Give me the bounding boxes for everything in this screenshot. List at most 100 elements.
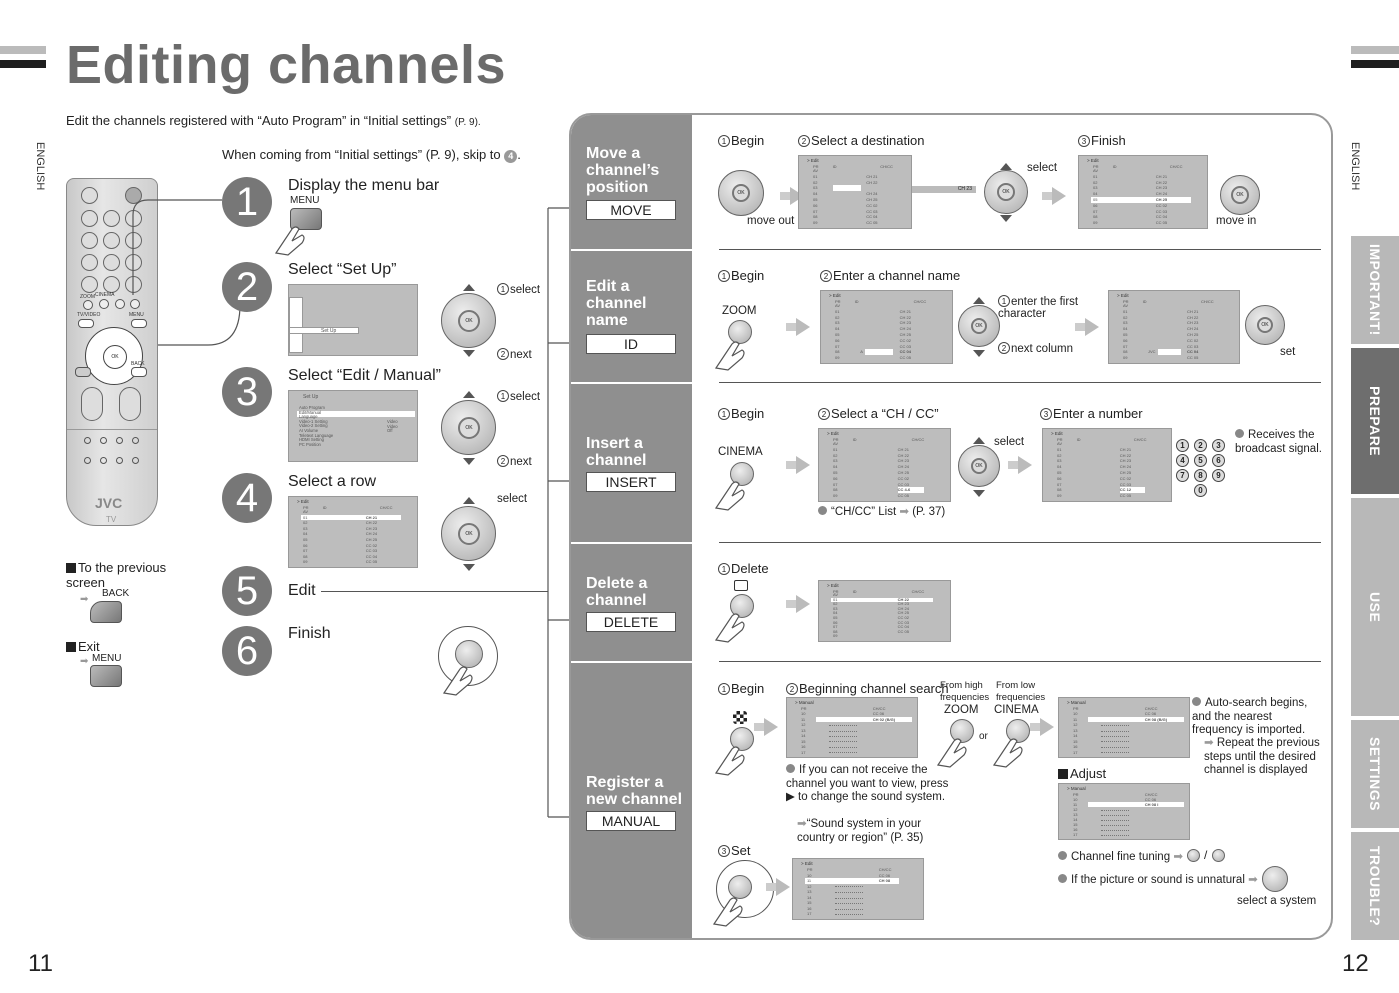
remote-small-button	[132, 457, 139, 464]
row-pr: 07	[813, 208, 818, 214]
remote-small-button	[116, 457, 123, 464]
section-delete-tag: DELETE	[586, 612, 676, 632]
remote-button	[81, 254, 98, 271]
row-pr: 07	[303, 548, 308, 554]
step-text: Delete	[731, 561, 769, 576]
step-4-label: Select a row	[288, 473, 377, 490]
row-chcc: CC 04	[1187, 349, 1199, 355]
dpad-move-in: OK	[1220, 175, 1260, 215]
receives-signal-note: Receives the broadcast signal.	[1235, 428, 1330, 456]
flow-arrow-icon	[786, 318, 810, 336]
screen-title: > Edit	[1117, 293, 1129, 298]
side-tab-use[interactable]: USE	[1351, 498, 1399, 716]
row-chcc: CC 04	[897, 624, 909, 630]
pointing-hand-icon	[714, 481, 745, 511]
row-placeholder	[1100, 741, 1130, 743]
row-pr: PR	[801, 706, 807, 711]
row-chcc: CC 02	[1119, 475, 1132, 481]
col-chcc: CH/CC	[913, 299, 927, 304]
insert-select-label: select	[994, 436, 1025, 448]
side-tab-important[interactable]: IMPORTANT!	[1351, 236, 1399, 344]
flow-arrow-icon	[754, 718, 778, 736]
row-pr: 03	[1123, 320, 1128, 326]
step-2-label: Select “Set Up”	[288, 261, 397, 278]
keypad-key-5: 5	[1194, 454, 1207, 467]
remote-small-button	[84, 437, 91, 444]
arrow-icon: ➡	[797, 818, 807, 830]
row-pr: AV	[833, 441, 839, 446]
down-arrow-icon	[463, 564, 475, 571]
col-chcc: CH/CC	[1133, 437, 1147, 442]
row-pr: 02	[303, 520, 308, 526]
row-chcc: CH 24	[365, 531, 378, 537]
remote-small-button	[100, 437, 107, 444]
row-chcc: CC 03	[1119, 481, 1132, 487]
step-text: Begin	[731, 406, 765, 421]
row-pr: 06	[833, 619, 838, 625]
keypad-key-2: 2	[1194, 439, 1207, 452]
row-placeholder	[1100, 725, 1130, 727]
arrow-icon: ➡	[1173, 851, 1183, 863]
step-5-badge: 5	[222, 566, 272, 616]
side-tab-trouble[interactable]: TROUBLE?	[1351, 832, 1399, 940]
row-chcc: CH 25	[1119, 470, 1132, 475]
row-pr: 01	[1093, 173, 1098, 179]
col-chcc: CH/CC	[880, 164, 893, 169]
row-chcc: CH 25	[866, 197, 878, 202]
content-divider	[719, 249, 1321, 250]
section-manual-tag: MANUAL	[586, 811, 676, 831]
row-pr: 08	[1057, 487, 1062, 493]
row-pr: 11	[801, 716, 806, 722]
setup-menu-screen: Set Up	[288, 284, 418, 356]
move-in-label: move in	[1216, 215, 1257, 227]
dpad-step-3: OK	[441, 400, 496, 455]
step-3-label: Select “Edit / Manual”	[288, 367, 441, 384]
from-low-label: From low frequencies	[996, 680, 1046, 703]
row-pr: 03	[813, 185, 818, 191]
row-chcc: CH 22	[1119, 452, 1132, 458]
row-pr: 05	[833, 470, 838, 475]
zoom-button-image	[728, 320, 752, 344]
zoom-button-image	[950, 719, 974, 743]
menu-icon-strip	[289, 297, 303, 353]
remote-menu-button	[131, 319, 147, 328]
step-5-label: Edit	[288, 582, 316, 599]
step-2-badge: 2	[222, 262, 272, 312]
row-pr: 09	[833, 633, 838, 639]
page-number-right: 12	[1342, 950, 1369, 977]
row-placeholder	[1100, 752, 1130, 754]
row-pr: 15	[1073, 822, 1078, 827]
side-tab-prepare[interactable]: PREPARE	[1351, 348, 1399, 494]
flow-arrow-icon	[766, 878, 790, 896]
moving-row-bar: CH 23	[912, 186, 976, 193]
remote-channel-rocker	[81, 387, 103, 421]
col-pr: PR	[1093, 164, 1099, 169]
row-pr: 06	[1123, 337, 1128, 343]
row-chcc: CH 22	[1187, 314, 1199, 320]
row-chcc: CH 25	[365, 537, 378, 542]
row-pr: 08	[1093, 214, 1098, 220]
previous-screen-note: To the previous screen	[66, 560, 186, 590]
auto-search-note: Auto-search begins, and the nearest freq…	[1192, 697, 1322, 738]
step-text: Select a “CH / CC”	[831, 406, 939, 421]
row-pr: 10	[1073, 797, 1078, 802]
section-id-title: Edit a channel name	[586, 278, 647, 329]
remote-button	[103, 254, 120, 271]
row-pr: 09	[1093, 220, 1098, 226]
ok-button-finish	[455, 640, 483, 668]
intro-text: Edit the channels registered with “Auto …	[66, 113, 481, 128]
zoom-label: ZOOM	[944, 704, 979, 716]
dpad-move-begin: OK	[718, 170, 764, 216]
skip-note-text: When coming from “Initial settings” (P. …	[222, 147, 501, 162]
language-label-left: ENGLISH	[34, 142, 46, 191]
row-chcc: CC 04	[365, 553, 378, 559]
row-chcc: CC 4-6	[897, 487, 911, 493]
row-pr: 14	[1073, 817, 1078, 822]
setup-submenu-screen: Set Up Auto Program Edit/Manual Language…	[288, 390, 418, 462]
side-tab-settings[interactable]: SETTINGS	[1351, 720, 1399, 828]
